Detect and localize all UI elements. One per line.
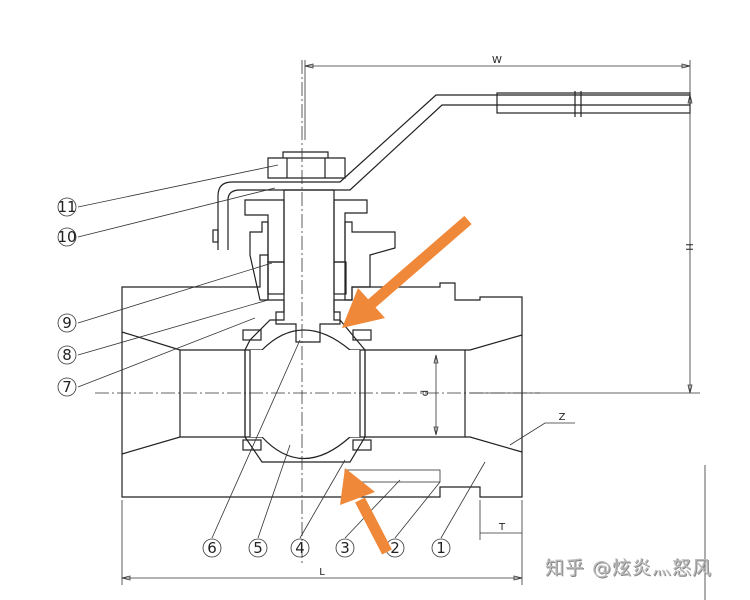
valve-body-lower [121, 436, 523, 498]
svg-text:4: 4 [295, 539, 305, 557]
seat-bottom-left [242, 439, 262, 451]
dim-w: W [492, 55, 502, 66]
svg-text:5: 5 [253, 539, 263, 557]
part-label-3: 3 [335, 538, 355, 558]
part-label-5: 5 [248, 538, 268, 558]
part-label-11: 11 [57, 197, 77, 217]
part-label-1: 1 [431, 538, 451, 558]
handle [217, 94, 690, 250]
gland-right [333, 199, 368, 263]
packing-right [333, 261, 347, 295]
nut [267, 151, 346, 179]
svg-text:1: 1 [436, 539, 446, 557]
arrow-top [342, 215, 472, 328]
part-label-4: 4 [290, 538, 310, 558]
packing-left [267, 261, 285, 295]
dim-z: Z [559, 412, 566, 423]
part-label-9: 9 [57, 313, 77, 333]
svg-text:7: 7 [62, 378, 72, 396]
part-label-7: 7 [57, 377, 77, 397]
valve-body-upper-right [333, 282, 523, 351]
seat-top-left [242, 329, 262, 341]
dim-d: d [420, 390, 431, 396]
seat-bottom-right [352, 439, 372, 451]
bonnet-right [344, 221, 396, 301]
bonnet [249, 221, 269, 301]
dim-h: H [683, 243, 694, 251]
svg-text:2: 2 [390, 539, 400, 557]
handle-grip [496, 92, 691, 114]
dim-l: L [319, 567, 325, 578]
part-label-10: 10 [57, 227, 77, 247]
svg-text:10: 10 [57, 228, 76, 246]
stem [275, 189, 341, 343]
part-label-6: 6 [202, 538, 222, 558]
part-label-8: 8 [57, 345, 77, 365]
svg-text:11: 11 [57, 198, 76, 216]
svg-text:6: 6 [207, 539, 217, 557]
svg-text:8: 8 [62, 346, 72, 364]
gland [244, 199, 285, 263]
watermark: 知乎 @炫炎灬怒风 [545, 557, 713, 579]
seat-top-right [352, 329, 372, 341]
svg-text:3: 3 [340, 539, 350, 557]
arrow-bottom [340, 468, 392, 555]
dim-t: T [498, 522, 506, 533]
svg-text:9: 9 [62, 314, 72, 332]
